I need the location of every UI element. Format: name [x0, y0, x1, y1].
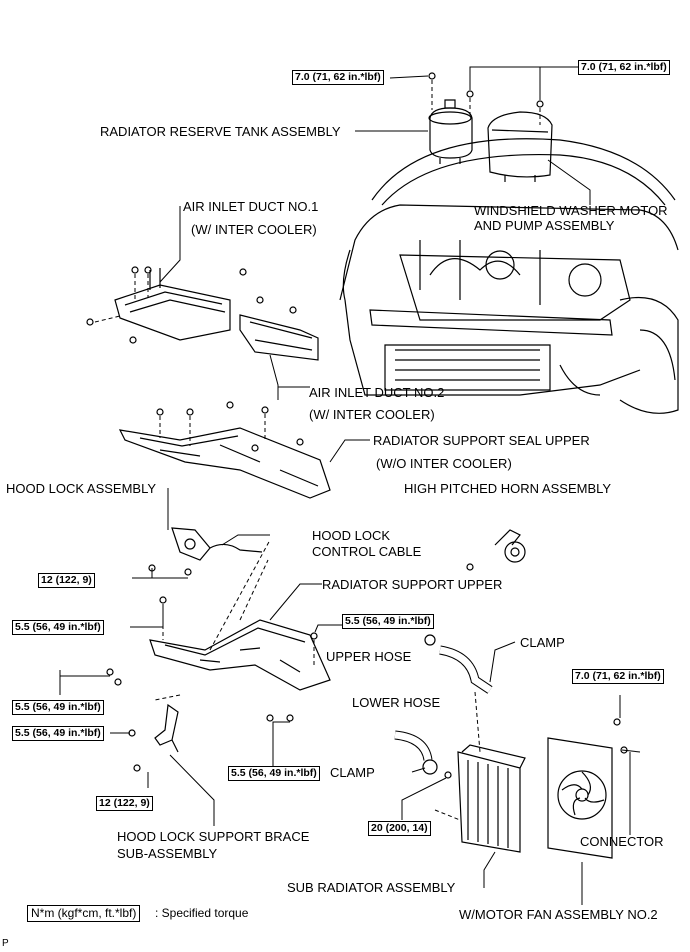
torque-spec-support-bolt-left: 5.5 (56, 49 in.*lbf)	[12, 620, 104, 635]
bolt-icons	[86, 72, 628, 779]
torque-spec-fan: 7.0 (71, 62 in.*lbf)	[572, 669, 664, 684]
label-hood-lock: HOOD LOCK ASSEMBLY	[6, 481, 157, 496]
torque-spec-brace-bolt: 5.5 (56, 49 in.*lbf)	[12, 726, 104, 741]
label-seal-upper-line2: (W/O INTER COOLER)	[376, 456, 512, 471]
sub-radiator-illustration	[457, 744, 526, 853]
torque-spec-hood-lock: 12 (122, 9)	[38, 573, 95, 588]
label-clamp-bottom: CLAMP	[330, 765, 375, 780]
leader-lines	[59, 66, 641, 905]
label-support-upper: RADIATOR SUPPORT UPPER	[322, 577, 503, 592]
upper-hose-illustration	[439, 645, 493, 694]
label-fan-assembly: W/MOTOR FAN ASSEMBLY NO.2	[459, 907, 658, 922]
torque-spec-brace-lower: 12 (122, 9)	[96, 796, 153, 811]
torque-spec-support-bolts-lower: 5.5 (56, 49 in.*lbf)	[12, 700, 104, 715]
hood-brace-illustration	[154, 703, 179, 753]
torque-spec-support-bolt-right: 5.5 (56, 49 in.*lbf)	[342, 614, 434, 629]
label-air-duct-2-line2: (W/ INTER COOLER)	[309, 407, 435, 422]
legend-description: : Specified torque	[155, 906, 249, 920]
label-horn: HIGH PITCHED HORN ASSEMBLY	[404, 481, 612, 496]
air-inlet-duct-2-illustration	[239, 314, 319, 361]
label-air-duct-1-line1: AIR INLET DUCT NO.1	[183, 199, 319, 214]
reserve-tank-illustration	[428, 99, 473, 164]
label-washer-motor-line2: AND PUMP ASSEMBLY	[474, 218, 615, 233]
washer-tank-illustration	[487, 111, 553, 182]
label-hood-cable-line2: CONTROL CABLE	[312, 544, 422, 559]
clamp-top-illustration	[424, 634, 436, 646]
label-lower-hose: LOWER HOSE	[352, 695, 441, 710]
legend-unit-box: N*m (kgf*cm, ft.*lbf)	[27, 905, 141, 922]
support-upper-illustration	[149, 619, 331, 691]
label-air-duct-2-line1: AIR INLET DUCT NO.2	[309, 385, 445, 400]
vehicle-front-illustration	[339, 138, 679, 414]
torque-spec-support-bolts-right: 5.5 (56, 49 in.*lbf)	[228, 766, 320, 781]
clamp-bottom-illustration	[422, 759, 438, 775]
torque-spec-washer: 7.0 (71, 62 in.*lbf)	[578, 60, 670, 75]
corner-mark: P	[2, 938, 9, 949]
horn-illustration	[494, 529, 526, 563]
fan-assembly-illustration	[547, 737, 613, 859]
label-sub-radiator: SUB RADIATOR ASSEMBLY	[287, 880, 456, 895]
air-inlet-duct-1-illustration	[114, 268, 231, 341]
torque-spec-reserve-tank: 7.0 (71, 62 in.*lbf)	[292, 70, 384, 85]
seal-upper-illustration	[118, 427, 331, 499]
torque-spec-sub-radiator: 20 (200, 14)	[368, 821, 431, 836]
label-connector: CONNECTOR	[580, 834, 664, 849]
label-upper-hose: UPPER HOSE	[326, 649, 412, 664]
label-seal-upper-line1: RADIATOR SUPPORT SEAL UPPER	[373, 433, 590, 448]
label-brace-line1: HOOD LOCK SUPPORT BRACE	[117, 829, 310, 844]
hood-lock-illustration	[171, 527, 263, 561]
label-clamp-top: CLAMP	[520, 635, 565, 650]
label-hood-cable-line1: HOOD LOCK	[312, 528, 391, 543]
label-reserve-tank: RADIATOR RESERVE TANK ASSEMBLY	[100, 124, 341, 139]
label-brace-line2: SUB-ASSEMBLY	[117, 846, 218, 861]
lower-hose-illustration	[394, 730, 433, 761]
label-air-duct-1-line2: (W/ INTER COOLER)	[191, 222, 317, 237]
label-washer-motor-line1: WINDSHIELD WASHER MOTOR	[474, 203, 668, 218]
